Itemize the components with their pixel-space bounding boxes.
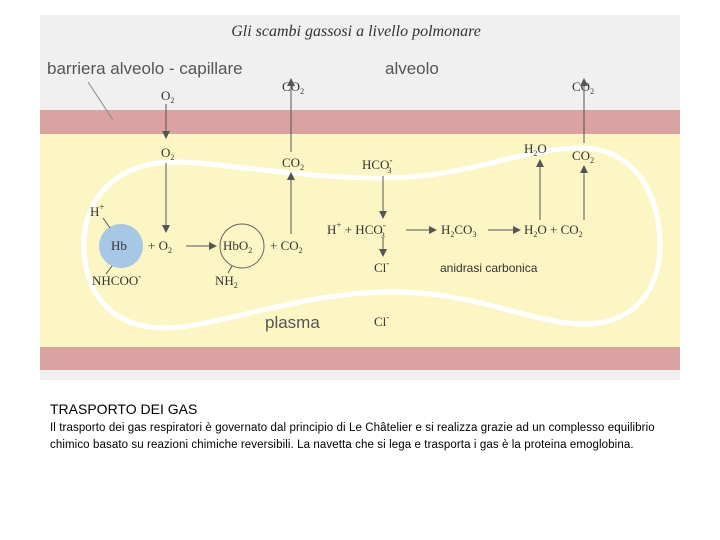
label-cl-low: Cl- (374, 312, 389, 329)
hbo2-nh-bond (227, 265, 233, 274)
label-hbo2: HbO2 (223, 238, 252, 255)
caption-body: Il trasporto dei gas respiratori è gover… (50, 422, 655, 451)
hb-nh-bond (105, 265, 113, 275)
plasma-label: plasma (265, 313, 320, 332)
gas-exchange-diagram: Gli scambi gassosi a livello polmonare b… (40, 15, 680, 380)
label-h2o-co2: H2O + CO2 (524, 222, 583, 239)
label-cl-mid: Cl- (374, 258, 389, 275)
diagram-title: Gli scambi gassosi a livello polmonare (231, 23, 481, 40)
hb-h-bond (102, 217, 111, 229)
label-o2-mid: O2 (161, 145, 174, 162)
label-nhcoo: NHCOO- (92, 271, 141, 288)
alveolus-label: alveolo (385, 59, 439, 78)
anhydrase-label: anidrasi carbonica (440, 261, 538, 275)
caption-title: TRASPORTO DEI GAS (50, 401, 198, 417)
oxyhemoglobin-circle (219, 223, 265, 269)
label-h2co3: H2CO3 (441, 222, 476, 239)
label-co2-mid: CO2 (282, 155, 304, 172)
label-h-hco3: H+ + HCO-3 (327, 220, 386, 240)
label-co2-right: CO2 (572, 148, 594, 165)
label-h-plus: H+ (90, 202, 104, 219)
membrane-bottom (40, 347, 680, 370)
label-plus-co2: + CO2 (270, 238, 303, 255)
membrane-top (40, 110, 680, 134)
label-plus-o2: + O2 (148, 238, 172, 255)
label-nh2: NH2 (215, 273, 238, 290)
label-o2-top: O2 (161, 88, 174, 105)
label-h2o-right: H2O (524, 141, 547, 158)
barrier-label: barriera alveolo - capillare (47, 59, 243, 78)
label-hb: Hb (111, 238, 127, 253)
barrier-pointer (87, 81, 114, 121)
label-hco3-mid: HCO-3 (362, 155, 392, 175)
hemoglobin-circle (99, 224, 143, 268)
red-blood-cell (81, 145, 663, 331)
